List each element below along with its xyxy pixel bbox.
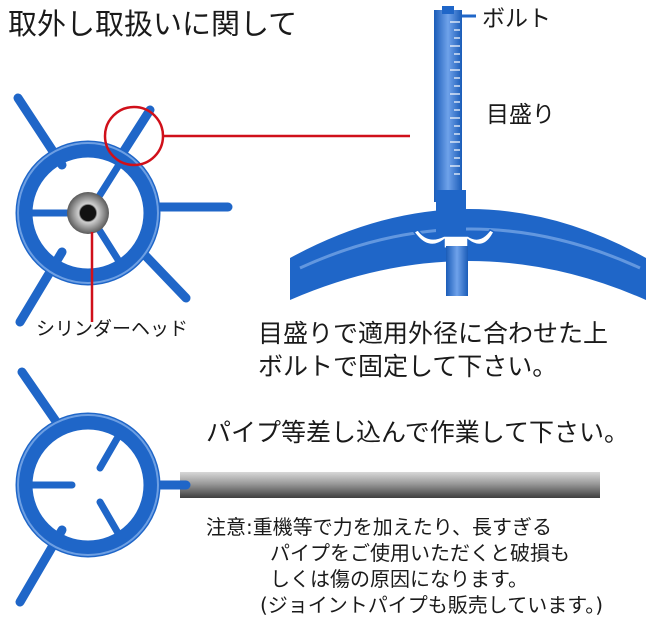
page-title: 取外し取扱いに関して: [8, 7, 298, 41]
spoke-upper-b: [96, 426, 126, 472]
wrench-ring: [15, 140, 161, 286]
detail-view: [290, 6, 646, 300]
scale-label: 目盛り: [486, 102, 555, 128]
spoke-lower: [94, 224, 126, 270]
caution-line-3: しくは傷の原因になります。: [270, 567, 528, 591]
bolt-shaft: [434, 10, 462, 202]
arm-upper-right: [115, 105, 155, 162]
instruction-line-2: ボルトで固定して下さい。: [258, 351, 558, 381]
wrench-top: [13, 93, 410, 327]
spoke-upper: [94, 156, 126, 202]
bolt-lower: [446, 246, 468, 296]
instruction-scale-bolt: 目盛りで適用外径に合わせた上 ボルトで固定して下さい。: [258, 318, 608, 383]
wrench-ring-b: [15, 412, 161, 558]
caution-line-1: 注意:重機等で力を加えたり、長すぎる: [206, 515, 552, 539]
caution-line-2: パイプをご使用いただくと破損も: [270, 541, 570, 565]
caution-note: 注意:重機等で力を加えたり、長すぎる パイプをご使用いただくと破損も しくは傷の…: [206, 514, 603, 618]
pipe: [180, 472, 600, 498]
bolt-block: [436, 190, 466, 240]
instruction-pipe: パイプ等差し込んで作業して下さい。: [206, 418, 630, 447]
wrench-bottom: [15, 367, 600, 607]
bolt-nut: [412, 229, 496, 251]
spoke-lower-b: [96, 498, 126, 544]
arm-lower-right: [135, 245, 191, 303]
cylinder-head-label: シリンダーヘッド: [36, 318, 189, 340]
caution-line-4: (ジョイントパイプも販売しています。): [260, 593, 604, 617]
scale-ticks: [450, 21, 460, 175]
instruction-line-1: 目盛りで適用外径に合わせた上: [258, 319, 609, 348]
bolt-label: ボルト: [482, 6, 551, 32]
